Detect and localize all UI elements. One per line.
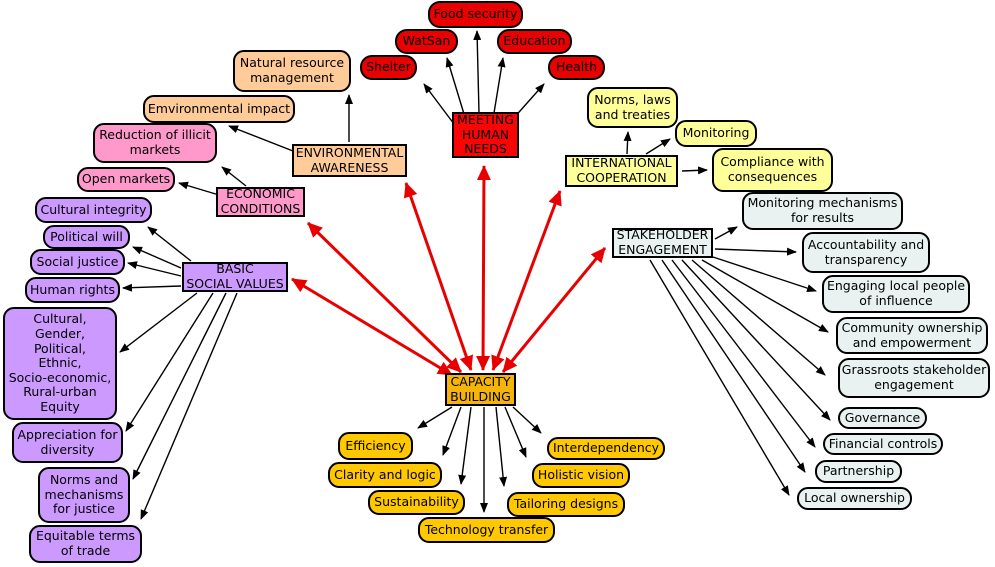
node-watsan: WatSan bbox=[395, 29, 458, 54]
edge-environmental-awareness--capacity-building bbox=[403, 182, 474, 371]
node-interdependency: Interdependency bbox=[547, 437, 665, 460]
edge-meeting-human-needs--watsan bbox=[445, 57, 465, 115]
edge-economic-conditions--reduction-illicit-markets bbox=[221, 166, 247, 187]
edge-capacity-building--efficiency bbox=[417, 406, 453, 429]
node-food-security: Food security bbox=[428, 1, 523, 28]
node-sustainability: Sustainability bbox=[368, 490, 465, 515]
edge-basic-social-values--political-will bbox=[132, 246, 182, 269]
edge-stakeholder-engagement--partnership bbox=[661, 259, 806, 473]
edge-stakeholder-engagement--monitoring-mechanisms bbox=[714, 226, 738, 240]
node-shelter: Shelter bbox=[360, 55, 417, 80]
node-economic-conditions: ECONOMIC CONDITIONS bbox=[216, 187, 305, 217]
edge-stakeholder-engagement--capacity-building bbox=[501, 247, 607, 373]
node-environmental-awareness: ENVIRONMENTAL AWARENESS bbox=[292, 144, 407, 177]
edge-basic-social-values--appreciation-for-diversity bbox=[125, 292, 214, 432]
node-human-rights: Human rights bbox=[25, 277, 120, 303]
node-reduction-illicit-markets: Reduction of illicit markets bbox=[93, 123, 217, 163]
node-emvironmental-impact: Emvironmental impact bbox=[143, 95, 295, 123]
edge-basic-social-values--equitable-terms-trade bbox=[140, 292, 238, 520]
edge-economic-conditions--capacity-building bbox=[306, 221, 463, 374]
node-holistic-vision: Holistic vision bbox=[532, 463, 630, 488]
node-norms-mechanisms-justice: Norms and mechanisms for justice bbox=[38, 467, 130, 523]
edge-basic-social-values--equity bbox=[119, 292, 198, 353]
node-equitable-terms-trade: Equitable terms of trade bbox=[29, 525, 142, 563]
node-monitoring-mechanisms: Monitoring mechanisms for results bbox=[742, 192, 903, 230]
node-political-will: Political will bbox=[43, 225, 130, 249]
node-meeting-human-needs: MEETING HUMAN NEEDS bbox=[452, 112, 519, 158]
edge-meeting-human-needs--food-security bbox=[473, 30, 482, 114]
node-financial-controls: Financial controls bbox=[823, 433, 943, 455]
node-basic-social-values: BASIC SOCIAL VALUES bbox=[182, 262, 288, 292]
node-education: Education bbox=[497, 29, 572, 54]
edge-capacity-building--holistic-vision bbox=[504, 406, 527, 458]
node-cultural-integrity: Cultural integrity bbox=[35, 197, 152, 223]
edge-meeting-human-needs--shelter bbox=[423, 83, 455, 125]
edge-capacity-building--clarity-and-logic bbox=[442, 406, 462, 456]
edge-international-cooperation--monitoring bbox=[645, 138, 671, 155]
node-partnership: Partnership bbox=[815, 460, 902, 483]
node-grassroots-engagement: Grassroots stakeholder engagement bbox=[838, 358, 990, 398]
edge-basic-social-values--social-justice bbox=[127, 261, 182, 277]
node-natural-resource-management: Natural resource management bbox=[233, 50, 351, 92]
edge-capacity-building--tailoring-designs bbox=[495, 406, 508, 487]
node-engaging-local-people: Engaging local people of influence bbox=[822, 275, 970, 313]
node-international-cooperation: INTERNATIONAL COOPERATION bbox=[565, 155, 678, 187]
edge-stakeholder-engagement--local-ownership bbox=[649, 259, 790, 496]
edge-basic-social-values--norms-mechanisms-justice bbox=[132, 292, 227, 480]
node-local-ownership: Local ownership bbox=[797, 487, 912, 510]
node-open-markets: Open markets bbox=[77, 167, 175, 192]
node-technology-transfer: Technology transfer bbox=[418, 517, 555, 543]
edge-capacity-building--sustainability bbox=[458, 406, 472, 485]
edge-meeting-human-needs--capacity-building bbox=[476, 165, 491, 371]
node-compliance-with-consequences: Compliance with consequences bbox=[712, 148, 833, 192]
node-clarity-and-logic: Clarity and logic bbox=[328, 462, 442, 488]
node-community-ownership: Community ownership and empowerment bbox=[836, 317, 988, 354]
edge-stakeholder-engagement--community-ownership bbox=[701, 259, 829, 333]
edge-basic-social-values--cultural-integrity bbox=[147, 226, 192, 262]
node-monitoring: Monitoring bbox=[675, 120, 757, 147]
node-norms-laws-treaties: Norms, laws and treaties bbox=[587, 87, 678, 128]
edge-basic-social-values--human-rights bbox=[122, 283, 182, 292]
node-health: Health bbox=[548, 55, 605, 80]
edge-capacity-building--interdependency bbox=[512, 406, 542, 434]
edge-environmental-awareness--emvironmental-impact bbox=[228, 125, 294, 152]
edge-stakeholder-engagement--engaging-local-people bbox=[712, 256, 817, 292]
edge-meeting-human-needs--education bbox=[493, 57, 506, 114]
edge-stakeholder-engagement--governance bbox=[681, 259, 831, 421]
node-governance: Governance bbox=[838, 407, 927, 429]
node-tailoring-designs: Tailoring designs bbox=[507, 492, 625, 517]
node-efficiency: Efficiency bbox=[338, 432, 413, 460]
edge-stakeholder-engagement--financial-controls bbox=[671, 259, 816, 448]
node-appreciation-for-diversity: Appreciation for diversity bbox=[12, 422, 123, 463]
edge-international-cooperation--norms-laws-treaties bbox=[623, 131, 632, 155]
edge-international-cooperation--compliance-with-consequences bbox=[681, 166, 708, 175]
node-social-justice: Social justice bbox=[30, 249, 125, 275]
edge-stakeholder-engagement--grassroots-engagement bbox=[691, 259, 826, 376]
edge-basic-social-values--capacity-building bbox=[291, 277, 453, 377]
node-capacity-building: CAPACITY BUILDING bbox=[445, 373, 516, 406]
edge-stakeholder-engagement--accountability-transparency bbox=[714, 247, 797, 256]
node-equity: Cultural, Gender, Political, Ethnic, Soc… bbox=[3, 307, 117, 420]
node-accountability-transparency: Accountability and transparency bbox=[802, 232, 930, 273]
node-stakeholder-engagement: STAKEHOLDER ENGAGEMENT bbox=[612, 228, 713, 258]
